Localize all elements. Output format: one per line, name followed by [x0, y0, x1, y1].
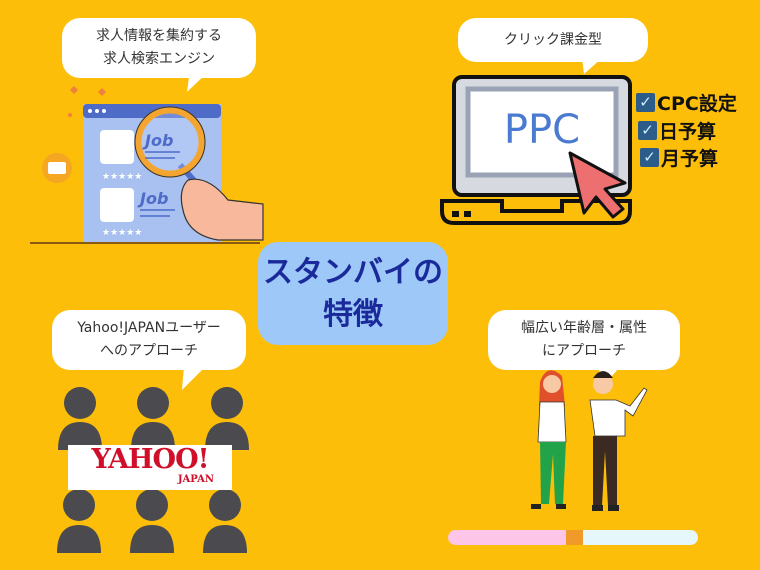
laptop-ppc-icon: PPC	[440, 75, 632, 225]
svg-text:★★★★★: ★★★★★	[102, 172, 142, 182]
checklist-label: 日予算	[659, 121, 717, 143]
feature-bubble-job-search: 求人情報を集約する 求人検索エンジン	[62, 18, 256, 78]
bubble-line: へのアプローチ	[100, 343, 198, 359]
people-couple-icon	[531, 370, 648, 511]
feature-bubble-wide-audience: 幅広い年齢層・属性 にアプローチ	[488, 310, 680, 370]
checkbox-icon: ✓	[640, 148, 659, 167]
svg-text:★★★★★: ★★★★★	[102, 228, 142, 238]
bubble-line: にアプローチ	[542, 343, 626, 359]
checkbox-icon: ✓	[636, 93, 655, 112]
ppc-screen-text: PPC	[504, 107, 580, 153]
bubble-tail	[182, 366, 206, 390]
checklist-label: CPC設定	[657, 93, 737, 115]
checklist-item-cpc: ✓CPC設定	[636, 89, 737, 116]
checklist-item-monthly-budget: ✓月予算	[640, 144, 718, 171]
progress-decoration	[448, 530, 698, 545]
job-card-label: Job	[137, 189, 168, 208]
yahoo-users-icon	[57, 387, 249, 553]
bubble-tail	[582, 58, 602, 74]
checkbox-icon: ✓	[638, 121, 657, 140]
checklist-label: 月予算	[661, 148, 719, 170]
checklist-item-daily-budget: ✓日予算	[638, 117, 716, 144]
bubble-line: 求人検索エンジン	[103, 51, 215, 67]
bubble-line: 幅広い年齢層・属性	[521, 320, 647, 336]
job-card-label: Job	[142, 131, 173, 150]
page-title: スタンバイの 特徴	[258, 242, 448, 345]
bubble-line: 求人情報を集約する	[96, 28, 222, 44]
job-search-magnifier-icon: Job Job ★★★★★ ★★★★★	[30, 86, 264, 244]
feature-bubble-yahoo: Yahoo!JAPANユーザー へのアプローチ	[52, 310, 246, 370]
title-line: スタンバイの	[263, 254, 443, 290]
bubble-line: クリック課金型	[504, 31, 602, 48]
yahoo-japan-logo: YAHOO! JAPAN	[91, 444, 214, 485]
bubble-line: Yahoo!JAPANユーザー	[77, 320, 221, 336]
title-line: 特徴	[323, 296, 383, 332]
feature-bubble-ppc: クリック課金型	[458, 18, 648, 62]
